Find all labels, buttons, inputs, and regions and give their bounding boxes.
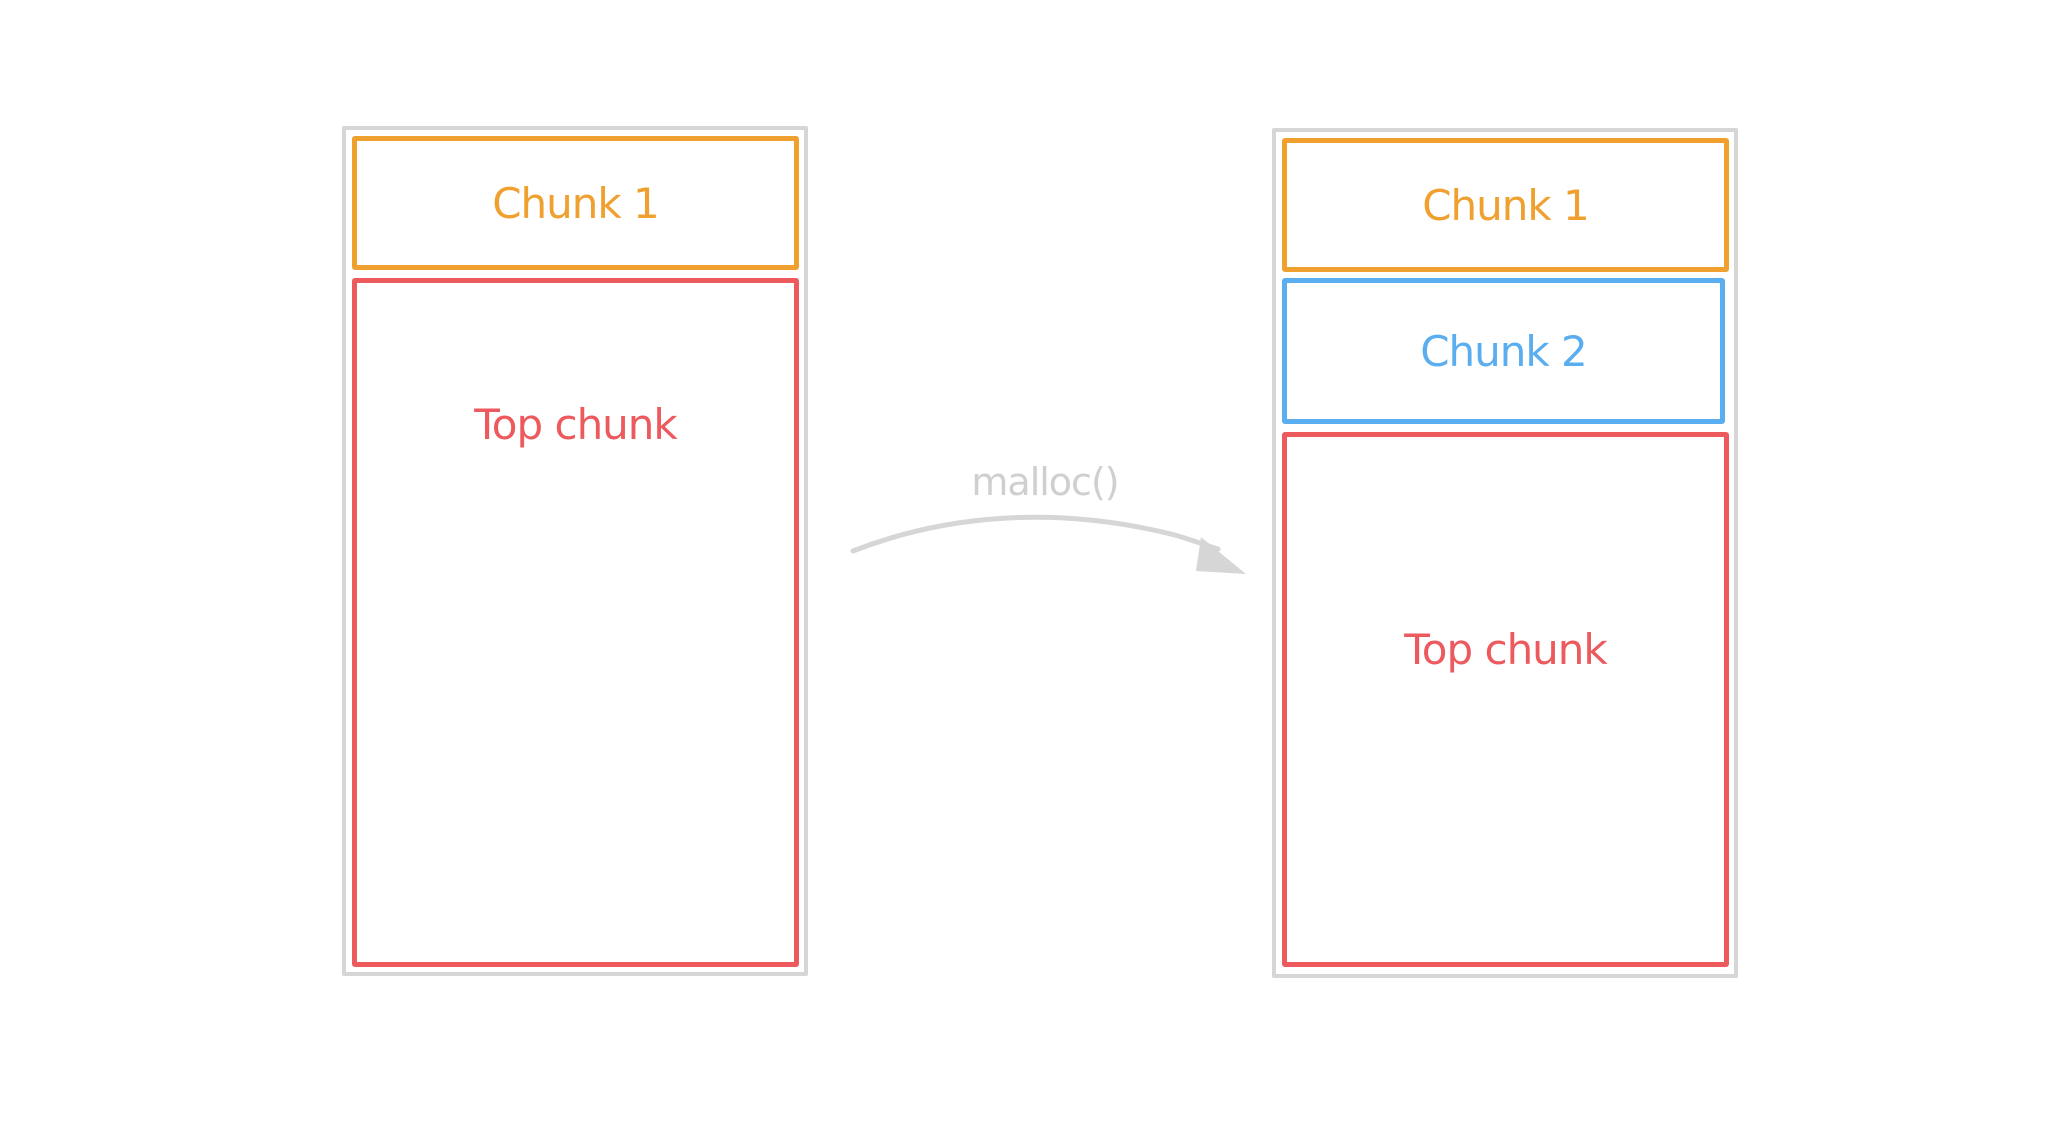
after-chunk-1-label: Chunk 1 (1422, 180, 1590, 230)
after-top-chunk: Top chunk (1282, 432, 1729, 967)
heap-before (342, 126, 808, 976)
after-chunk-2-label: Chunk 2 (1420, 326, 1588, 376)
malloc-label: malloc() (971, 460, 1119, 504)
before-chunk-1: Chunk 1 (352, 136, 799, 270)
after-chunk-2: Chunk 2 (1282, 278, 1725, 424)
heap-after (1272, 128, 1738, 978)
malloc-arrow-curve (850, 514, 1221, 554)
malloc-arrow-head (1196, 537, 1246, 574)
before-top-chunk-label: Top chunk (474, 400, 677, 449)
after-chunk-1: Chunk 1 (1282, 138, 1729, 272)
after-top-chunk-label: Top chunk (1404, 625, 1607, 674)
before-top-chunk: Top chunk (352, 278, 799, 967)
before-chunk-1-label: Chunk 1 (492, 178, 660, 228)
